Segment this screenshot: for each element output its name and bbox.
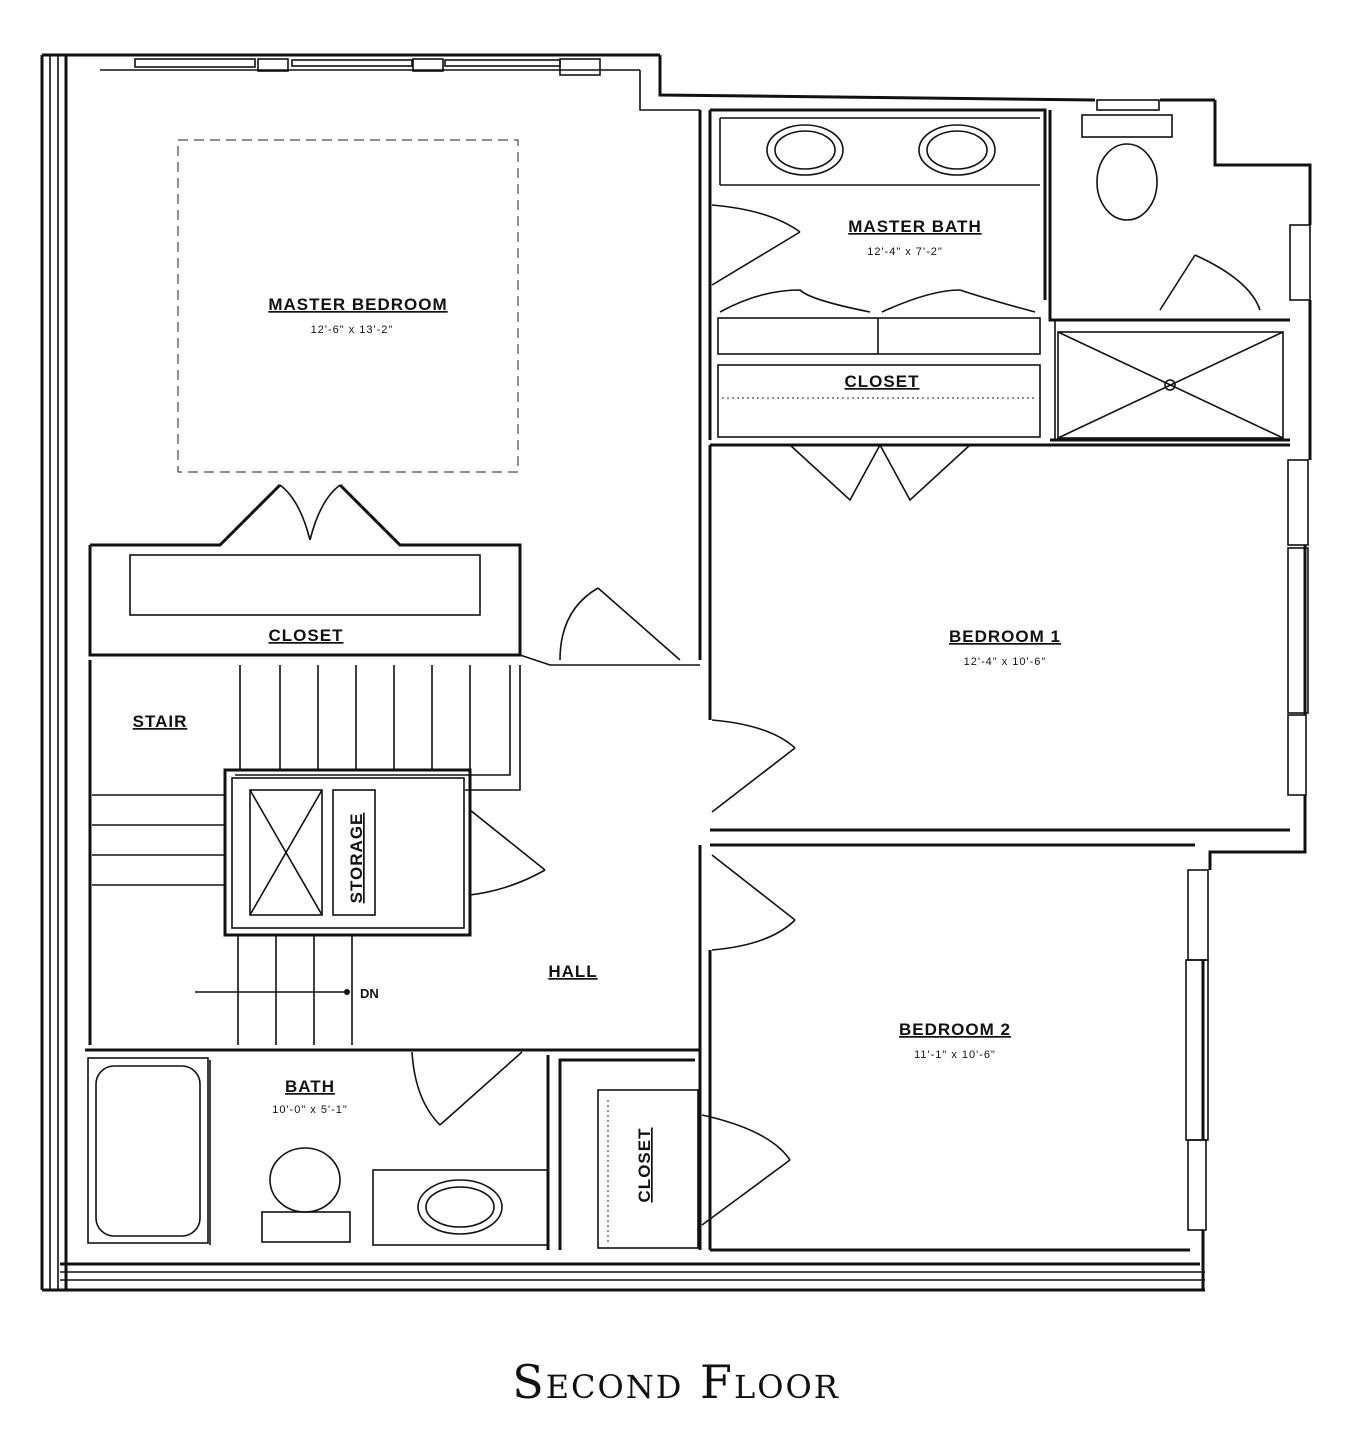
- hall-name: HALL: [548, 962, 597, 981]
- master-closet-name: CLOSET: [845, 372, 920, 391]
- exterior-walls: [40, 53, 1312, 1292]
- stair-name: STAIR: [133, 712, 188, 731]
- room-labels: MASTER BEDROOM 12'-6" x 13'-2" MASTER BA…: [133, 217, 1061, 1203]
- doors: [279, 204, 1261, 1226]
- master-bath-name: MASTER BATH: [848, 217, 981, 236]
- interior-walls: [85, 108, 1290, 1252]
- bedroom2-name: BEDROOM 2: [899, 1020, 1011, 1039]
- closet-bedroom-name: CLOSET: [269, 626, 344, 645]
- master-bath-dims: 12'-4" x 7'-2": [867, 246, 943, 258]
- bedroom1-dims: 12'-4" x 10'-6": [964, 656, 1047, 668]
- stair-direction: DN: [360, 986, 379, 1001]
- master-bedroom-name: MASTER BEDROOM: [268, 295, 447, 314]
- master-bedroom-dims: 12'-6" x 13'-2": [311, 324, 394, 336]
- floor-title: Second Floor: [512, 1355, 840, 1409]
- fixtures: [87, 114, 1284, 1244]
- closet-bedroom2-name: CLOSET: [635, 1128, 654, 1203]
- bedroom1-name: BEDROOM 1: [949, 627, 1061, 646]
- bath-dims: 10'-0" x 5'-1": [272, 1104, 348, 1116]
- bath-name: BATH: [285, 1077, 335, 1096]
- storage-name: STORAGE: [347, 813, 366, 904]
- bedroom2-dims: 11'-1" x 10'-6": [914, 1049, 996, 1061]
